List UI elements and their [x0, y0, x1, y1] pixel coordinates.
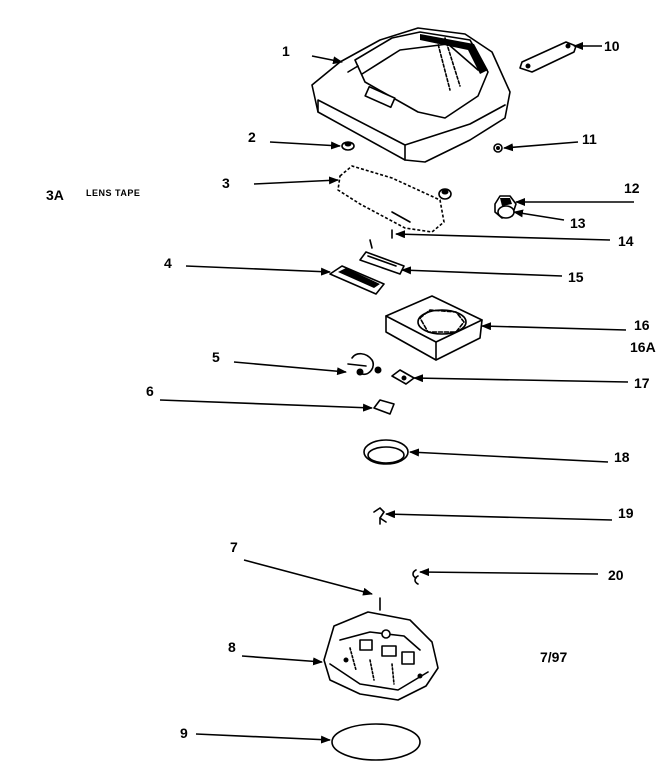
part-5-wire: [347, 352, 382, 376]
callout-3: 3: [222, 175, 230, 191]
part-4-switch-bar: [329, 265, 385, 295]
callout-3a: 3A: [46, 187, 64, 203]
part-1-top-housing: [311, 27, 511, 163]
revision-date: 7/97: [540, 649, 567, 665]
callout-1: 1: [282, 43, 290, 59]
part-15-clip: [359, 239, 405, 275]
callout-15: 15: [568, 269, 584, 285]
part-6-block: [373, 399, 395, 415]
callout-3a-lens-tape: LENS TAPE: [86, 188, 140, 198]
callout-2: 2: [248, 129, 256, 145]
part-20-clip: [412, 569, 419, 585]
part-3-lens-cover: [337, 165, 452, 233]
callout-17: 17: [634, 375, 650, 391]
callout-19: 19: [618, 505, 634, 521]
part-16-frame: [385, 295, 483, 361]
part-18-ring: [363, 439, 409, 465]
callout-13: 13: [570, 215, 586, 231]
callout-16a: 16A: [630, 339, 656, 355]
callout-12: 12: [624, 180, 640, 196]
part-8-base-assembly: [323, 611, 439, 701]
callout-4: 4: [164, 255, 172, 271]
part-11-nut: [493, 143, 503, 153]
part-17-clip: [391, 369, 415, 385]
part-9-belt: [331, 723, 421, 761]
part-12-13-knob: [494, 195, 517, 219]
callout-8: 8: [228, 639, 236, 655]
callout-9: 9: [180, 725, 188, 741]
part-10-bracket: [519, 41, 577, 73]
part-19-spring: [373, 507, 387, 525]
callout-14: 14: [618, 233, 634, 249]
callout-10: 10: [604, 38, 620, 54]
callout-5: 5: [212, 349, 220, 365]
callout-16: 16: [634, 317, 650, 333]
callout-7: 7: [230, 539, 238, 555]
callout-18: 18: [614, 449, 630, 465]
leader-lines: [159, 42, 634, 744]
callout-6: 6: [146, 383, 154, 399]
callout-20: 20: [608, 567, 624, 583]
callout-11: 11: [582, 131, 597, 147]
part-2-cap: [341, 141, 355, 151]
